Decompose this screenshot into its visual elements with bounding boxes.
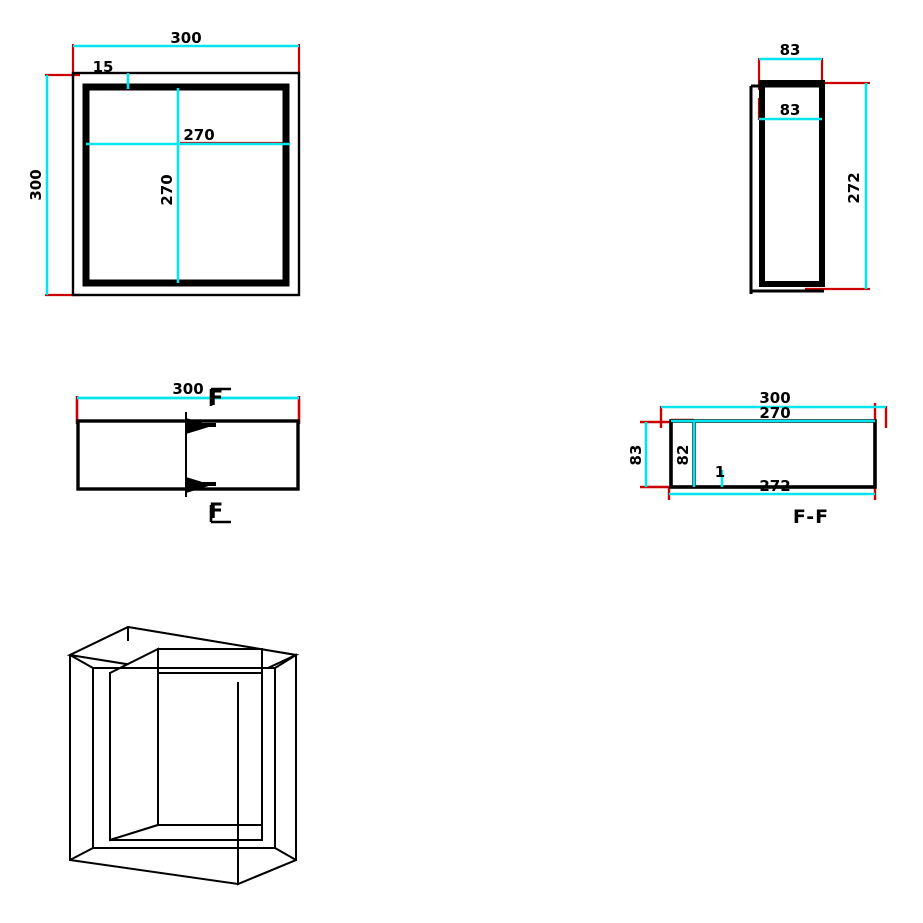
isometric-view (66, 625, 300, 886)
side-height-272-label: 272 (845, 172, 863, 203)
front-width-300-label: 300 (170, 29, 201, 47)
front-view: 300 300 15 270 270 (27, 29, 301, 297)
section-marker-f-top (209, 387, 231, 406)
ff-height-83-label: 83 (627, 445, 645, 466)
section-ff-view: 300 270 83 82 1 272 F-F (627, 389, 888, 528)
section-ff-title: F-F (793, 506, 829, 528)
front-height-300-label: 300 (27, 169, 45, 200)
side-view: 83 83 272 (749, 41, 870, 294)
front-inner-width-270-label: 270 (183, 126, 214, 144)
ff-width-270-label: 270 (759, 404, 790, 422)
section-ff-dimension-lines (644, 405, 886, 496)
ff-thickness-1-label: 1 (715, 463, 725, 481)
side-view-outline (749, 80, 825, 294)
ff-width-300-label: 300 (759, 389, 790, 407)
section-marker-f-top-label: F (209, 386, 223, 410)
top-view: 300 F F (75, 380, 301, 524)
front-wall-15-label: 15 (93, 58, 114, 76)
ff-width-272-label: 272 (759, 477, 790, 495)
front-inner-height-270-label: 270 (158, 174, 176, 205)
side-depth-83-inner-label: 83 (780, 101, 801, 119)
front-view-outline (71, 71, 301, 297)
side-depth-83-outer-label: 83 (780, 41, 801, 59)
section-arrow-bottom (186, 477, 216, 493)
top-width-300-label: 300 (172, 380, 203, 398)
section-marker-f-bottom (209, 505, 231, 524)
ff-height-82-label: 82 (674, 445, 692, 466)
front-view-dimension-lines (45, 44, 299, 295)
side-view-dimension-lines (759, 57, 868, 289)
section-arrow-top (186, 418, 216, 434)
section-marker-f-bottom-label: F (209, 499, 223, 523)
